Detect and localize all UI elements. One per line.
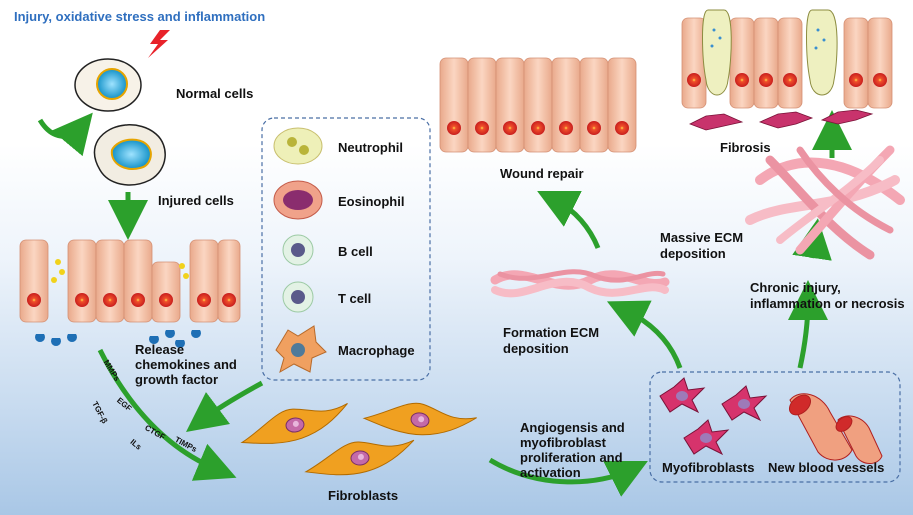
immune-label-eosinophil: Eosinophil bbox=[338, 194, 405, 209]
diagram-title: Injury, oxidative stress and inflammatio… bbox=[14, 9, 266, 24]
immune-label-t-cell: T cell bbox=[338, 291, 372, 306]
injured-cells-label: Injured cells bbox=[158, 193, 234, 208]
wound-repair-label: Wound repair bbox=[500, 166, 584, 181]
macrophage-icon bbox=[275, 325, 327, 374]
massive-ecm-label-1: Massive ECM bbox=[660, 230, 744, 245]
angiogenesis-label-4: activation bbox=[520, 465, 581, 480]
myofibroblast-icon bbox=[659, 377, 767, 455]
myofibroblasts-label: Myofibroblasts bbox=[662, 460, 755, 475]
fibrosis-label: Fibrosis bbox=[720, 140, 771, 155]
eosinophil-icon bbox=[273, 180, 323, 220]
formation-ecm-label-2: deposition bbox=[503, 341, 569, 356]
angiogenesis-label-2: myofibroblast bbox=[520, 435, 606, 450]
release-label-1: Release bbox=[135, 342, 185, 357]
injured-cell-icon bbox=[93, 124, 166, 186]
lightning-icon bbox=[148, 30, 170, 58]
goblet-cell-icon bbox=[702, 9, 838, 96]
normal-cells-label: Normal cells bbox=[176, 86, 254, 101]
angiogenesis-label-1: Angiogensis and bbox=[520, 420, 625, 435]
release-label-2: chemokines and bbox=[135, 357, 237, 372]
immune-label-b-cell: B cell bbox=[338, 244, 373, 259]
formation-ecm-label-1: Formation ECM bbox=[503, 325, 600, 340]
new-blood-vessels-label: New blood vessels bbox=[768, 460, 885, 475]
normal-cell-icon bbox=[74, 58, 142, 112]
angiogenesis-label-3: proliferation and bbox=[520, 450, 623, 465]
myofibroblast-box bbox=[649, 371, 901, 483]
epithelium-left bbox=[19, 239, 241, 323]
immune-cell-box bbox=[261, 117, 431, 381]
fibrosis-myofibroblasts bbox=[689, 109, 874, 131]
ecm-fiber-icon bbox=[495, 272, 665, 294]
chronic-injury-label-1: Chronic injury, bbox=[750, 280, 841, 295]
epithelium-repair bbox=[439, 57, 637, 153]
blood-vessel-icon bbox=[788, 393, 883, 464]
massive-ecm-icon bbox=[745, 145, 905, 260]
neutrophil-icon bbox=[273, 127, 323, 165]
chronic-injury-label-2: inflammation or necrosis bbox=[750, 296, 905, 311]
immune-label-macrophage: Macrophage bbox=[338, 343, 415, 358]
immune-label-neutrophil: Neutrophil bbox=[338, 140, 403, 155]
release-label-3: growth factor bbox=[135, 372, 219, 387]
epithelium-fibrosis bbox=[681, 17, 893, 109]
massive-ecm-label-2: deposition bbox=[660, 246, 726, 261]
fibroblast-icon bbox=[237, 392, 478, 478]
fibroblasts-label: Fibroblasts bbox=[328, 488, 399, 503]
t-cell-icon bbox=[282, 281, 314, 313]
b-cell-icon bbox=[282, 234, 314, 266]
